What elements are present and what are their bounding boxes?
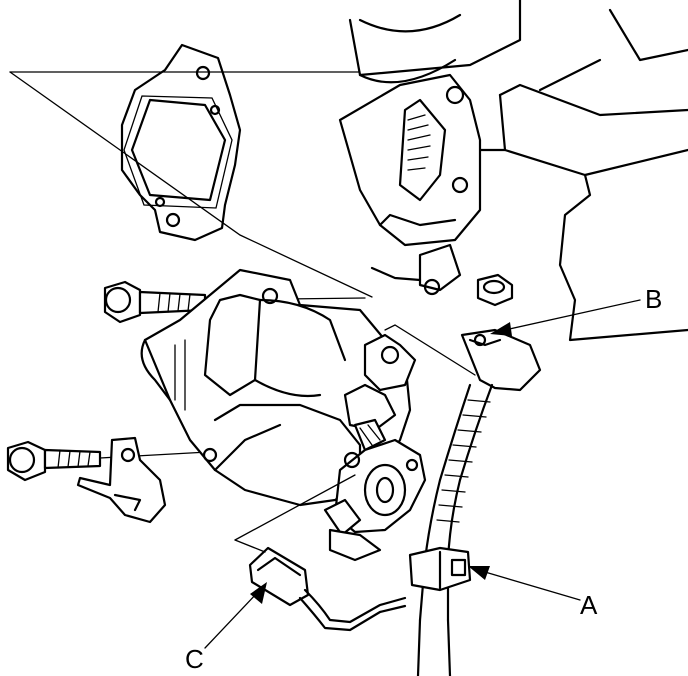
ring-gear-housing [338, 73, 482, 296]
arrow-c-line [204, 591, 259, 649]
arrow-b-line [504, 299, 641, 331]
cable-terminal [323, 438, 427, 562]
engine-block [348, 0, 688, 342]
connector-leader-lines [234, 324, 476, 553]
wire-harness-bracket [76, 436, 167, 524]
callout-a-label: A [580, 590, 598, 620]
arrow-c-head [250, 582, 267, 604]
battery-cable [416, 328, 542, 676]
gasket-leader-lines [9, 71, 373, 298]
callout-c-label: C [185, 644, 204, 674]
callout-b-label: B [645, 284, 662, 314]
arrow-a-head [468, 566, 490, 580]
sensor-connector [248, 546, 407, 632]
solenoid-terminal [343, 333, 417, 452]
arrow-b-head [490, 322, 512, 336]
callout-arrows [204, 299, 641, 649]
mounting-gasket [120, 43, 242, 242]
starter-motor [140, 268, 412, 507]
arrow-a-line [484, 571, 581, 601]
cable-clamp [408, 546, 472, 592]
bolt-b-nut [476, 273, 514, 307]
lower-mounting-bolt [6, 440, 209, 482]
